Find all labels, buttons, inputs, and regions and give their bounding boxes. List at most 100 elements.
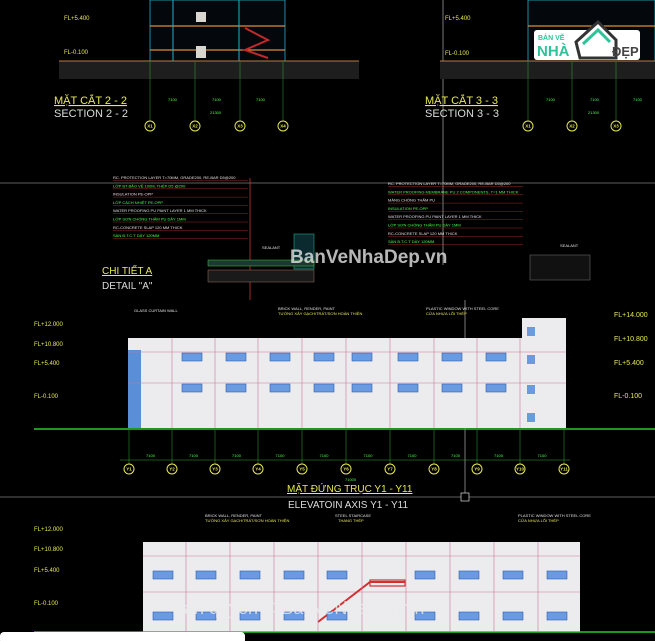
axis-bubble (566, 120, 578, 132)
copyright-watermark: Bản quyền © BanVeNhaDep.vn (172, 598, 424, 618)
axis-label: X3 (237, 124, 243, 129)
staircase (242, 27, 271, 59)
window (152, 570, 174, 580)
axis-label: Y7 (387, 467, 393, 472)
window (351, 352, 373, 362)
dimension-total: 21300 (210, 110, 222, 115)
window (326, 570, 348, 580)
sealant-label: SEALANT (560, 243, 579, 248)
window (414, 611, 436, 621)
axis-bubble (428, 463, 440, 475)
axis-label: X4 (280, 124, 286, 129)
dimension: 7100 (146, 453, 156, 458)
level-label: FL+10.800 (614, 336, 648, 343)
axis-bubble (522, 120, 534, 132)
annotation: TƯỜNG XÂY GẠCH/TRÁT/SƠN HOÀN THIỆN (205, 518, 289, 523)
annotation: CỬA NHỰA LÕI THÉP (518, 518, 559, 523)
command-line-box[interactable] (0, 632, 245, 641)
window (195, 611, 217, 621)
cursor-pickbox (460, 492, 470, 502)
axis-bubble (558, 463, 570, 475)
axis-bubble (252, 463, 264, 475)
axis-bubble (296, 463, 308, 475)
elevation-bottom: FL+12.000 FL+10.800 FL+5.400 FL-0.100 BR… (0, 513, 655, 641)
axis-bubble (610, 120, 622, 132)
detail-note: WATER PROOFING PU PAINT LAYER 1 MM THICK (388, 214, 482, 219)
dimension: 7100 (212, 97, 222, 102)
dimension: 7100 (189, 453, 199, 458)
window (239, 570, 261, 580)
window (527, 413, 535, 422)
dimension: 7100 (408, 453, 418, 458)
section-subtitle: SECTION 2 - 2 (54, 108, 128, 120)
axis-label: Y2 (169, 467, 175, 472)
window (313, 383, 335, 393)
level-label: FL-0.100 (64, 50, 89, 56)
axis-bubble (189, 120, 201, 132)
window (195, 570, 217, 580)
axis-bubble (514, 463, 526, 475)
axis-bubble (123, 463, 135, 475)
dimension: 7100 (451, 453, 461, 458)
detail-note: WATER PROOFING MEMBRANE PU 2 COMPONENTS,… (388, 189, 519, 194)
ground-hatch (59, 61, 359, 79)
elevation-subtitle: ELEVATOIN AXIS Y1 - Y11 (288, 500, 409, 511)
detail-note: INSULATION PE-OPP (113, 192, 153, 197)
detail-note: RC-CONCRETE SLAP 120 MM THICK (388, 231, 458, 236)
annotation: PLASTIC WINDOW WITH STEEL CORE (426, 306, 499, 311)
axis-label: X2 (569, 124, 575, 129)
logo-text: BẢN VẼ (538, 33, 565, 42)
detail-note: SÀN B.T.C.T DÀY 120MM (113, 233, 159, 238)
level-label: FL+5.400 (64, 16, 90, 22)
section-subtitle: SECTION 3 - 3 (425, 108, 499, 120)
level-label: FL+5.400 (445, 16, 471, 22)
door (196, 12, 206, 22)
level-label: FL-0.100 (445, 51, 470, 57)
axis-bubble (340, 463, 352, 475)
logo-text: NHÀ (537, 43, 570, 60)
level-label: FL+14.000 (614, 312, 648, 319)
window (441, 383, 463, 393)
detail-note: RC. PROTECTION LAYER T=70MM, GRADE200, R… (388, 181, 511, 186)
axis-label: Y10 (516, 467, 525, 472)
window (152, 611, 174, 621)
axis-bubble (471, 463, 483, 475)
stair-tower (522, 318, 566, 428)
detail-note: MÀNG CHỐNG THẤM PU (388, 198, 435, 203)
window (485, 383, 507, 393)
window (441, 352, 463, 362)
window (397, 352, 419, 362)
axis-bubble (144, 120, 156, 132)
dimension-total: 71000 (345, 477, 357, 482)
annotation: CỬA NHỰA LÕI THÉP (426, 311, 467, 316)
detail-note: SÀN B.T.C.T DÀY 120MM (388, 239, 434, 244)
window (414, 570, 436, 580)
elevation-y1-y11: FL+12.000 FL+10.800 FL+5.400 FL-0.100 FL… (0, 300, 655, 511)
annotation: THANG THÉP (338, 518, 364, 523)
detail-title: CHI TIẾT A (102, 264, 153, 277)
annotation: STEEL STAIRCASE (335, 513, 371, 518)
axis-bubble (209, 463, 221, 475)
dimension: 7100 (494, 453, 504, 458)
dimension: 7100 (232, 453, 242, 458)
dimension: 7100 (276, 453, 286, 458)
dimension: 7100 (256, 97, 266, 102)
axis-label: Y8 (431, 467, 437, 472)
dimension: 7100 (546, 97, 556, 102)
window (326, 611, 348, 621)
axis-bubble (384, 463, 396, 475)
sealant-label: SEALANT (262, 245, 281, 250)
level-label: FL+5.400 (34, 568, 60, 574)
detail-note: WATER PROOFING PU PAINT LAYER 1 MM THICK (113, 208, 207, 213)
axis-label: Y9 (474, 467, 480, 472)
level-label: FL+10.800 (34, 547, 64, 553)
window (283, 611, 305, 621)
steel-staircase (317, 581, 405, 623)
section-title: MẶT CẮT 2 - 2 (54, 94, 127, 107)
axis-label: Y5 (299, 467, 305, 472)
dimension-total: 21300 (588, 110, 600, 115)
window (269, 352, 291, 362)
axis-label: Y1 (126, 467, 132, 472)
window (546, 570, 568, 580)
